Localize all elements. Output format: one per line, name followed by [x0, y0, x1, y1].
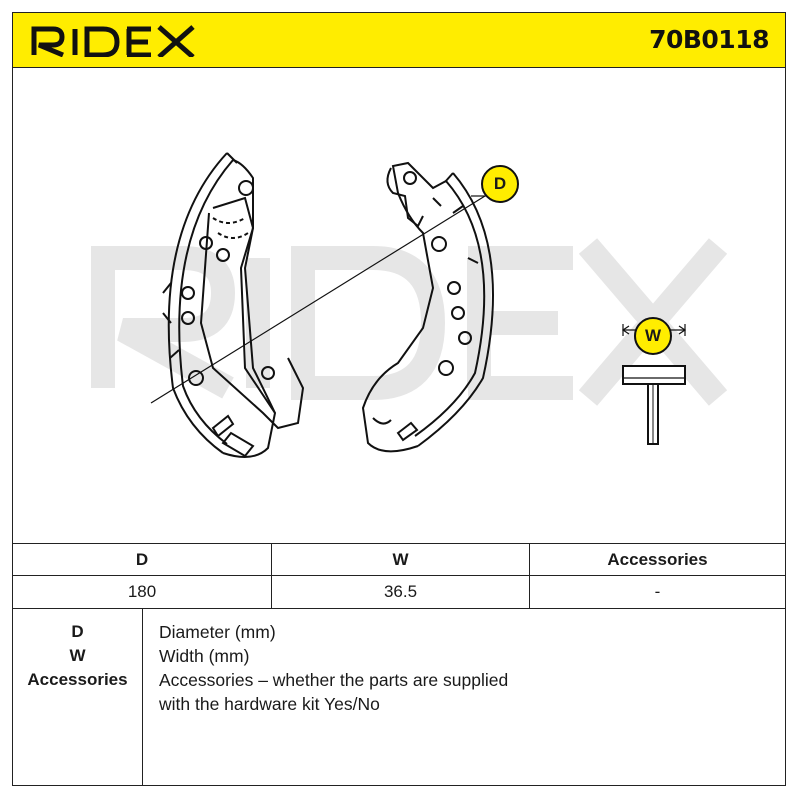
diameter-marker-label: D — [493, 174, 507, 193]
legend-desc-width: Width (mm) — [159, 646, 250, 666]
column-header-d: D — [135, 549, 149, 569]
width-marker-label: W — [644, 326, 662, 345]
legend-descriptions: Diameter (mm) Width (mm) Accessories – w… — [159, 620, 759, 716]
part-number: 70B0118 — [649, 25, 769, 54]
ridex-watermark — [91, 238, 728, 406]
brake-shoe-drawing — [91, 152, 728, 458]
legend-key-w: W — [69, 646, 86, 665]
legend: D W Accessories Diameter (mm) Width (mm)… — [13, 608, 785, 786]
technical-drawing: D W — [13, 68, 785, 543]
value-w: 36.5 — [271, 576, 529, 608]
diameter-marker — [481, 165, 519, 203]
value-d: 180 — [127, 582, 157, 601]
legend-key-accessories: Accessories — [27, 670, 128, 689]
legend-desc-accessories-cont: with the hardware kit Yes/No — [159, 694, 380, 714]
left-brake-shoe — [162, 152, 305, 458]
spec-table-header: D W Accessories — [13, 544, 785, 576]
legend-desc-accessories: Accessories – whether the parts are supp… — [159, 670, 509, 690]
spec-table-row: 180 36.5 - — [13, 576, 785, 608]
header-bar: 70B0118 — [13, 13, 785, 68]
column-header-w: W — [271, 544, 529, 575]
value-accessories: - — [529, 576, 785, 608]
spec-table: D W Accessories 180 36.5 - — [13, 543, 785, 609]
legend-key-d: D — [71, 622, 84, 641]
diameter-line — [150, 195, 486, 404]
width-marker — [634, 317, 672, 355]
ridex-logo — [31, 25, 195, 57]
legend-desc-diameter: Diameter (mm) — [159, 622, 276, 642]
legend-keys: D W Accessories — [13, 608, 143, 786]
width-view — [621, 324, 687, 445]
right-brake-shoe — [361, 161, 494, 453]
product-sheet: 70B0118 — [12, 12, 786, 786]
column-header-accessories: Accessories — [529, 544, 785, 575]
